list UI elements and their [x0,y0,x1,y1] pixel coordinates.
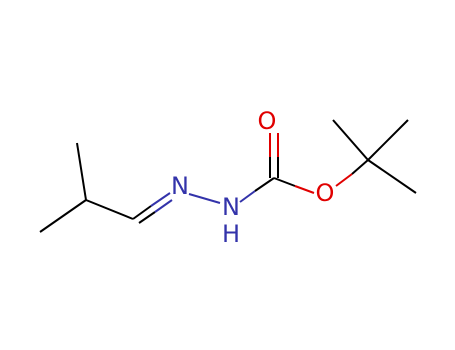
bond-o-ctert-black [351,159,369,175]
bond-ch-ch [85,199,134,220]
atom-n2-label: N [222,193,240,221]
atom-n2-hydrogen-label: H [222,220,240,248]
bond-tbu-upper-left [332,119,369,161]
bond-tbu-upper-right [367,119,409,161]
bond-methyl-left [39,199,87,233]
bond-cn-double-a-blue [150,192,171,207]
bond-methyl-top [76,142,87,201]
atom-o-ester-label: O [316,179,335,207]
bond-tbu-right [367,159,417,194]
bond-c-o-ester-red [294,185,315,194]
bond-cn-double-b-black [138,211,156,224]
bond-cn-double-b-blue [154,199,173,213]
bond-cn-double-a-black [132,205,152,220]
atom-o-carbonyl-label: O [258,107,277,135]
bond-nc-blue [239,190,256,203]
atom-n1-label: N [171,172,189,200]
bond-c-o-ester-black [273,177,296,187]
bond-nc-black [254,177,275,192]
bond-nn [188,193,221,204]
bond-o-ctert-red [335,173,353,187]
